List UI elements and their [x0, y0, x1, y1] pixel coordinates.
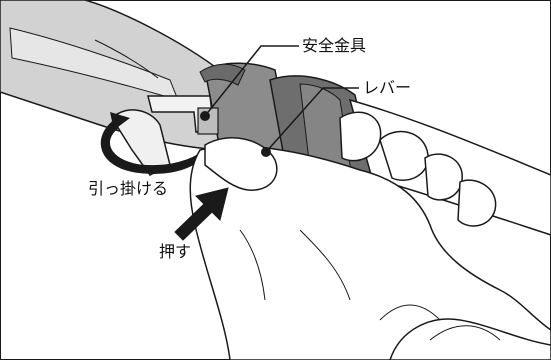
glove-wrinkle	[239, 229, 501, 341]
label-push: 押す	[159, 242, 192, 261]
leader-dot-safety-fitting	[200, 111, 210, 121]
push-arrow	[174, 187, 229, 241]
leader-lever	[265, 87, 359, 153]
glove-finger-2	[379, 130, 429, 181]
rotation-arrow-head	[110, 112, 130, 130]
leader-dot-lever	[261, 147, 271, 157]
label-lever: レバー	[361, 78, 414, 97]
tool-body-groove	[94, 39, 159, 79]
glove-finger-3	[424, 153, 463, 201]
label-hook: 引っ掛ける	[86, 179, 171, 198]
glove-cuff	[389, 318, 551, 360]
glove-thumb	[204, 137, 278, 191]
glove-fist	[189, 145, 551, 360]
leader-safety-fitting	[204, 45, 299, 117]
glove-finger-4	[457, 179, 497, 227]
label-safety-fitting: 安全金具	[300, 36, 369, 55]
